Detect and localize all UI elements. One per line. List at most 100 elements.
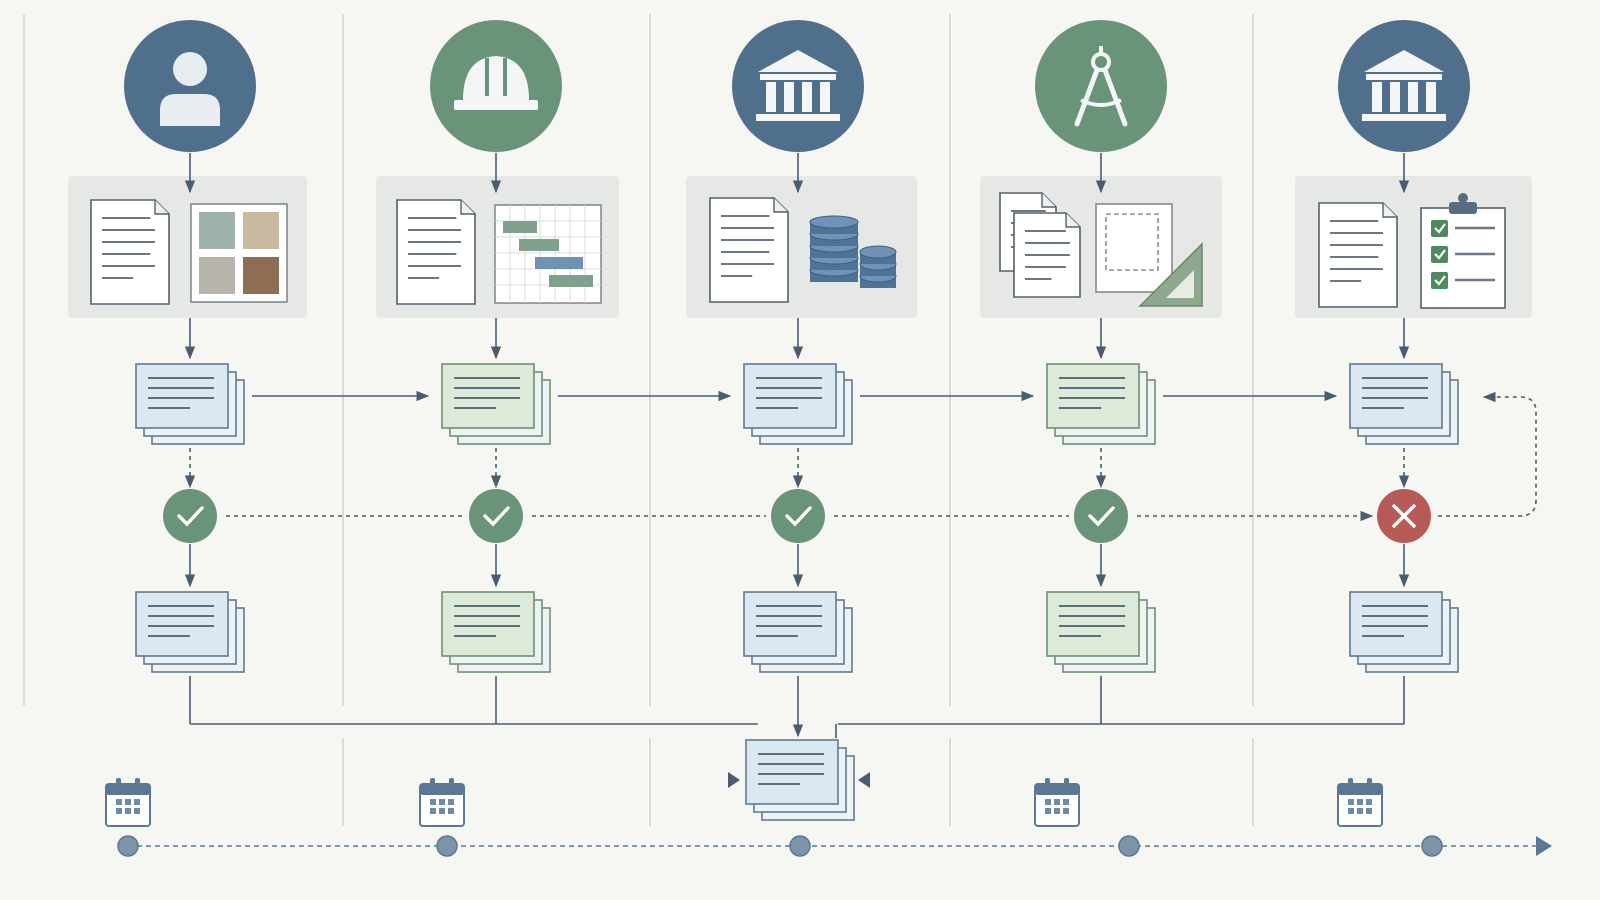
calendar-day (1054, 808, 1060, 814)
page-sheet (135, 591, 229, 657)
arrow-right-icon (1536, 836, 1552, 856)
gantt-bar (549, 275, 593, 287)
calendar-day (1054, 799, 1060, 805)
pointer-right-icon (728, 772, 740, 788)
document-front (1013, 212, 1081, 298)
calendar-day (1366, 808, 1372, 814)
review-circle (771, 489, 825, 543)
document-stack-icon (999, 192, 1081, 298)
page-sheet (441, 363, 535, 429)
revised-package-icon (1349, 591, 1459, 673)
sample-swatch (199, 212, 235, 249)
document-fold (154, 200, 169, 215)
submittal-package-icon (441, 363, 551, 445)
checklist-clipboard-icon (1420, 193, 1506, 309)
review-circle (1074, 489, 1128, 543)
cross-stroke (1392, 504, 1416, 528)
checkbox-tick (1434, 223, 1446, 234)
document-icon (396, 199, 476, 305)
checkbox (1431, 246, 1448, 263)
compass-arc (1080, 98, 1122, 107)
gantt-bar (503, 221, 537, 233)
building-column (766, 82, 776, 112)
gantt-bar (535, 257, 583, 269)
coin-top (809, 215, 859, 229)
calendar-ring (116, 778, 121, 789)
milestone-dot (1118, 835, 1140, 857)
building-roof (1364, 50, 1444, 72)
calendar-day (125, 808, 131, 814)
page-sheet (1046, 591, 1140, 657)
document-fold (1382, 203, 1397, 218)
milestone-dot (436, 835, 458, 857)
page-sheet (745, 739, 839, 805)
calendar-day (1063, 799, 1069, 805)
resubmit-loop-arrow (1438, 391, 1537, 517)
building-column (784, 82, 794, 112)
set-square-cutout (1166, 270, 1194, 298)
lane-1 (68, 20, 307, 827)
building-base (1362, 114, 1446, 121)
document-fold (460, 200, 475, 215)
calendar-icon (1337, 778, 1383, 827)
gantt-bar (519, 239, 559, 251)
revised-package-icon (135, 591, 245, 673)
checkmark (177, 506, 204, 527)
hat-brim (454, 100, 538, 110)
blueprint-sheet (1095, 203, 1173, 293)
building-beam (1366, 74, 1442, 80)
calendar-ring (135, 778, 140, 789)
checkmark (483, 506, 510, 527)
checkmark-icon (469, 489, 523, 543)
checkbox (1431, 272, 1448, 289)
calendar-ring (430, 778, 435, 789)
document-sheet (1318, 202, 1398, 308)
calendar-ring (1367, 778, 1372, 789)
compass-leg (1074, 67, 1100, 127)
page-sheet (743, 363, 837, 429)
timeline (117, 835, 1552, 857)
role-circle (1338, 20, 1470, 152)
calendar-day (448, 799, 454, 805)
building-column (802, 82, 812, 112)
calendar-day (116, 799, 122, 805)
building-beam (760, 74, 836, 80)
checkmark (1088, 506, 1115, 527)
document-icon (709, 197, 789, 303)
connectors (184, 153, 1537, 738)
calendar-day (134, 799, 140, 805)
revised-package-icon (743, 591, 853, 673)
gantt-schedule-icon (494, 204, 602, 304)
page-sheet (135, 363, 229, 429)
document-sheet (709, 197, 789, 303)
checkmark-icon (163, 489, 217, 543)
checkbox-tick (1434, 275, 1446, 286)
calendar-header (420, 784, 464, 795)
calendar-icon (419, 778, 465, 827)
calendar-day (430, 808, 436, 814)
role-circle (732, 20, 864, 152)
calendar-ring (1064, 778, 1069, 789)
calendar-day (1357, 799, 1363, 805)
calendar-ring (449, 778, 454, 789)
hat-dome (463, 56, 529, 100)
calendar-day (1366, 799, 1372, 805)
checkbox (1431, 220, 1448, 237)
clipboard-clip (1449, 202, 1477, 214)
blueprint-plan (1105, 213, 1159, 271)
calendar-day (1045, 799, 1051, 805)
clipboard-ring (1458, 193, 1468, 203)
building-column (1390, 82, 1400, 112)
drafting-compass-icon (1074, 46, 1128, 127)
sample-swatch (199, 257, 235, 294)
calendar-day (1063, 808, 1069, 814)
material-samples-icon (190, 203, 288, 303)
lane-2 (376, 20, 619, 827)
lanes (68, 20, 1532, 827)
building-column (820, 82, 830, 112)
submittal-package-icon (1349, 363, 1459, 445)
revised-package-icon (1046, 591, 1156, 673)
calendar-day (1045, 808, 1051, 814)
